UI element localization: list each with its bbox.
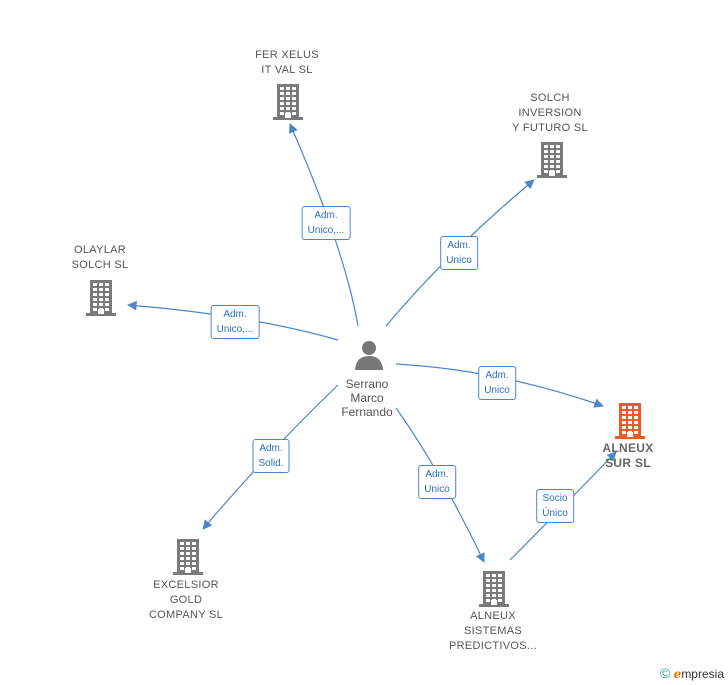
person-icon[interactable] [354,340,384,375]
edge-label-solch-inversion[interactable]: Adm. Unico [440,236,478,270]
company-label-excelsior-gold[interactable]: EXCELSIOR GOLD COMPANY SL [148,579,224,621]
person-name-label[interactable]: Serrano Marco Fernando [341,377,393,419]
edge-label-olaylar-solch[interactable]: Adm. Unico,... [210,305,260,339]
edge-label-excelsior-gold[interactable]: Adm. Solid. [252,439,290,473]
copyright-icon: © [660,665,671,681]
edge-label-alneux-sur[interactable]: Socio Único [536,489,574,523]
building-icon-fer-xelus[interactable] [273,84,303,125]
company-label-alneux-sur[interactable]: ALNEUX SUR SL [602,441,654,470]
edge-label-fer-xelus[interactable]: Adm. Unico,... [301,206,351,240]
company-label-fer-xelus[interactable]: FER XELUS IT VAL SL [255,49,319,76]
edge-label-alneux-sur[interactable]: Adm. Unico [478,366,516,400]
building-icon-alneux-sistemas[interactable] [479,571,509,612]
company-label-solch-inversion[interactable]: SOLCH INVERSION Y FUTURO SL [512,92,588,134]
brand-initial: e [673,667,682,681]
edge-label-alneux-sistemas[interactable]: Adm. Unico [418,465,456,499]
building-icon-excelsior-gold[interactable] [173,539,203,580]
brand-name: mpresia [681,667,724,681]
brand-watermark: © empresia [660,665,724,681]
building-icon-alneux-sur[interactable] [615,403,645,444]
company-label-alneux-sistemas[interactable]: ALNEUX SISTEMAS PREDICTIVOS... [449,610,537,652]
building-icon-olaylar-solch[interactable] [86,280,116,321]
company-label-olaylar-solch[interactable]: OLAYLAR SOLCH SL [71,244,129,271]
building-icon-solch-inversion[interactable] [537,142,567,183]
